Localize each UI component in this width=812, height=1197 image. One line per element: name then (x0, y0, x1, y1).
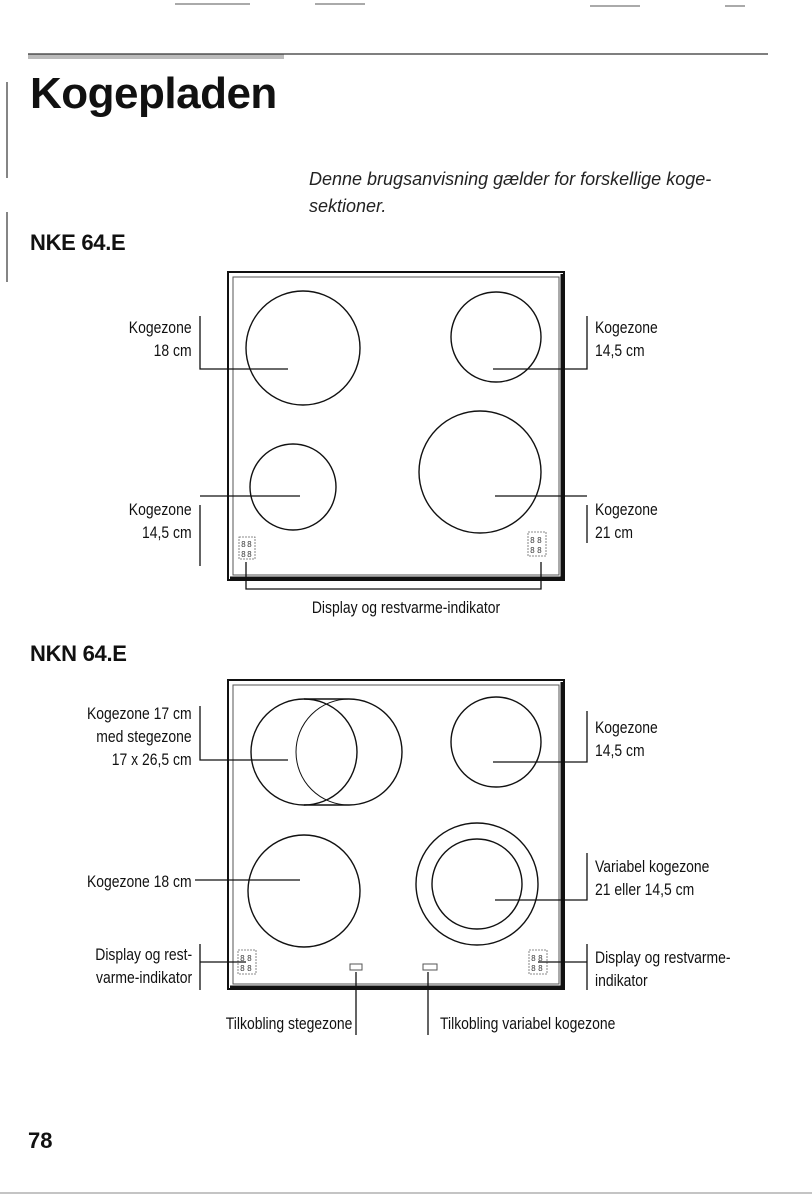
label-display-right: Display og restvarme- indikator (595, 948, 731, 990)
svg-text:8: 8 (241, 550, 246, 559)
intro-text: Denne brugsanvisning gælder for forskell… (309, 169, 712, 216)
zone-variable (415, 822, 539, 946)
model-heading-nke: NKE 64.E (30, 230, 126, 255)
svg-text:8: 8 (240, 964, 245, 973)
label-switch-roast: Tilkobling stegezone (225, 1014, 352, 1033)
svg-text:8: 8 (531, 954, 536, 963)
zone-circle-18cm (245, 290, 361, 406)
label-zone-14cm-bottom: Kogezone 14,5 cm (129, 500, 192, 542)
switch-roast-icon (349, 963, 363, 971)
svg-text:8: 8 (538, 964, 543, 973)
page-number: 78 (28, 1128, 53, 1153)
svg-text:8: 8 (537, 536, 542, 545)
zone-circle-21cm (418, 410, 542, 534)
label-zone-14cm-top: Kogezone 14,5 cm (595, 318, 658, 360)
display-indicator-right: 8 8 8 8 (527, 531, 547, 557)
zone-roast (250, 698, 403, 806)
leader-lines (195, 706, 588, 1035)
cooktop-panel (227, 271, 565, 581)
svg-text:8: 8 (537, 546, 542, 555)
label-switch-variable: Tilkobling variabel kogezone (440, 1014, 616, 1033)
svg-text:8: 8 (247, 964, 252, 973)
label-display: Display og restvarme-indikator (311, 598, 501, 617)
svg-text:8: 8 (530, 546, 535, 555)
svg-text:8: 8 (240, 954, 245, 963)
svg-text:8: 8 (530, 536, 535, 545)
model-heading-nkn: NKN 64.E (30, 641, 127, 666)
svg-text:8: 8 (247, 540, 252, 549)
display-indicator-left: 8 8 8 8 (238, 536, 256, 560)
switch-variable-icon (422, 963, 438, 971)
zone-circle-18cm (247, 834, 361, 948)
label-zone-roast: Kogezone 17 cm med stegezone 17 x 26,5 c… (87, 704, 192, 769)
svg-text:8: 8 (531, 964, 536, 973)
zone-circle-14cm (249, 443, 337, 531)
label-zone-variable: Variabel kogezone 21 eller 14,5 cm (595, 857, 710, 899)
cooktop-panel-inner (232, 684, 560, 985)
label-zone-18cm: Kogezone 18 cm (129, 318, 192, 360)
zone-circle-14cm (450, 291, 542, 383)
cooktop-panel-inner (232, 276, 560, 576)
label-display-left: Display og rest- varme-indikator (95, 945, 192, 987)
svg-text:8: 8 (241, 540, 246, 549)
svg-text:8: 8 (247, 550, 252, 559)
label-zone-14cm: Kogezone 14,5 cm (595, 718, 658, 760)
page-title: Kogepladen (30, 69, 277, 118)
cooktop-panel (227, 679, 565, 990)
zone-circle-14cm (450, 696, 542, 788)
label-zone-21cm: Kogezone 21 cm (595, 500, 658, 542)
header-bar (28, 54, 284, 59)
label-zone-18cm: Kogezone 18 cm (87, 872, 192, 891)
leader-lines (199, 316, 588, 590)
svg-text:8: 8 (247, 954, 252, 963)
svg-text:8: 8 (538, 954, 543, 963)
